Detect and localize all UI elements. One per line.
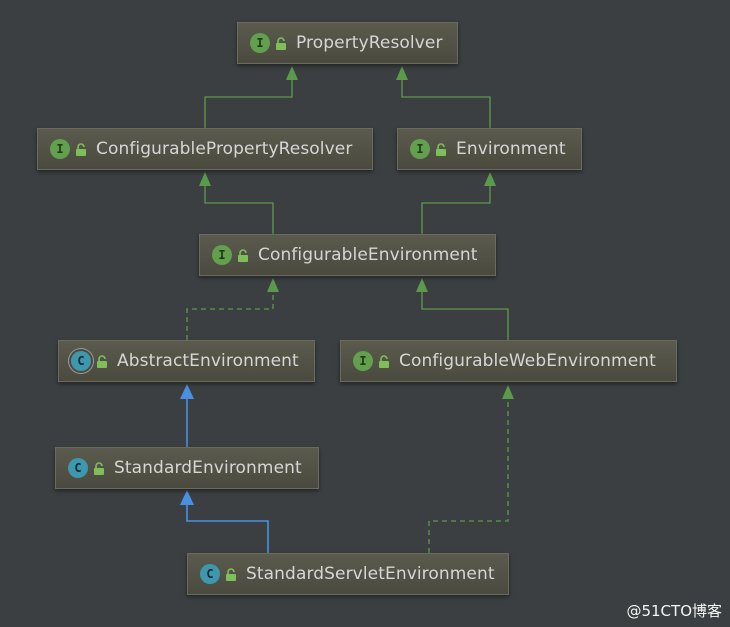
public-visibility-icon: [93, 461, 105, 475]
public-visibility-icon: [435, 142, 447, 156]
public-visibility-icon: [75, 142, 87, 156]
edge-cwe-to-ce: [421, 290, 509, 340]
abstract-class-icon: C: [71, 351, 91, 371]
arrowhead-servletenv-to-standardenv: [180, 490, 194, 505]
class-icon: C: [68, 458, 88, 478]
node-label: StandardServletEnvironment: [246, 563, 495, 584]
class-icon: C: [200, 564, 220, 584]
watermark-text: @51CTO博客: [626, 602, 722, 620]
node-label: ConfigurableEnvironment: [258, 244, 478, 265]
arrowhead-standardenv-to-abstractenv: [180, 384, 194, 399]
arrowhead-ce-to-environment: [484, 172, 496, 186]
public-visibility-icon: [378, 354, 390, 368]
node-configurable-property-resolver[interactable]: I ConfigurablePropertyResolver: [37, 128, 373, 170]
edge-ce-to-cpr: [204, 184, 274, 234]
edge-servletenv-to-cwe: [428, 398, 509, 553]
edge-ce-to-environment: [421, 184, 491, 234]
public-visibility-icon: [96, 354, 108, 368]
edge-cpr-to-propertyresolver: [204, 78, 293, 128]
node-label: PropertyResolver: [296, 32, 443, 53]
public-visibility-icon: [275, 36, 287, 50]
node-label: StandardEnvironment: [114, 457, 302, 478]
public-visibility-icon: [237, 248, 249, 262]
node-environment[interactable]: I Environment: [397, 128, 582, 170]
arrowhead-environment-to-propertyresolver: [396, 66, 408, 80]
edge-abstractenv-to-ce: [186, 290, 274, 340]
node-label: ConfigurableWebEnvironment: [399, 350, 656, 371]
node-configurable-web-environment[interactable]: I ConfigurableWebEnvironment: [340, 340, 677, 382]
interface-icon: I: [250, 33, 270, 53]
interface-icon: I: [212, 245, 232, 265]
edge-environment-to-propertyresolver: [401, 78, 491, 128]
arrowhead-servletenv-to-cwe: [502, 385, 514, 399]
node-label: Environment: [456, 138, 566, 159]
node-standard-servlet-environment[interactable]: C StandardServletEnvironment: [187, 553, 509, 595]
node-label: AbstractEnvironment: [117, 350, 299, 371]
node-configurable-environment[interactable]: I ConfigurableEnvironment: [199, 234, 496, 276]
node-property-resolver[interactable]: I PropertyResolver: [237, 22, 458, 64]
interface-icon: I: [353, 351, 373, 371]
node-label: ConfigurablePropertyResolver: [96, 138, 353, 159]
node-abstract-environment[interactable]: C AbstractEnvironment: [58, 340, 315, 382]
arrowhead-cwe-to-ce: [416, 278, 428, 292]
edge-servletenv-to-standardenv: [186, 505, 269, 553]
node-standard-environment[interactable]: C StandardEnvironment: [55, 447, 319, 489]
arrowhead-ce-to-cpr: [199, 172, 211, 186]
public-visibility-icon: [225, 567, 237, 581]
arrowhead-abstractenv-to-ce: [267, 278, 279, 292]
interface-icon: I: [50, 139, 70, 159]
arrowhead-cpr-to-propertyresolver: [286, 66, 298, 80]
interface-icon: I: [410, 139, 430, 159]
